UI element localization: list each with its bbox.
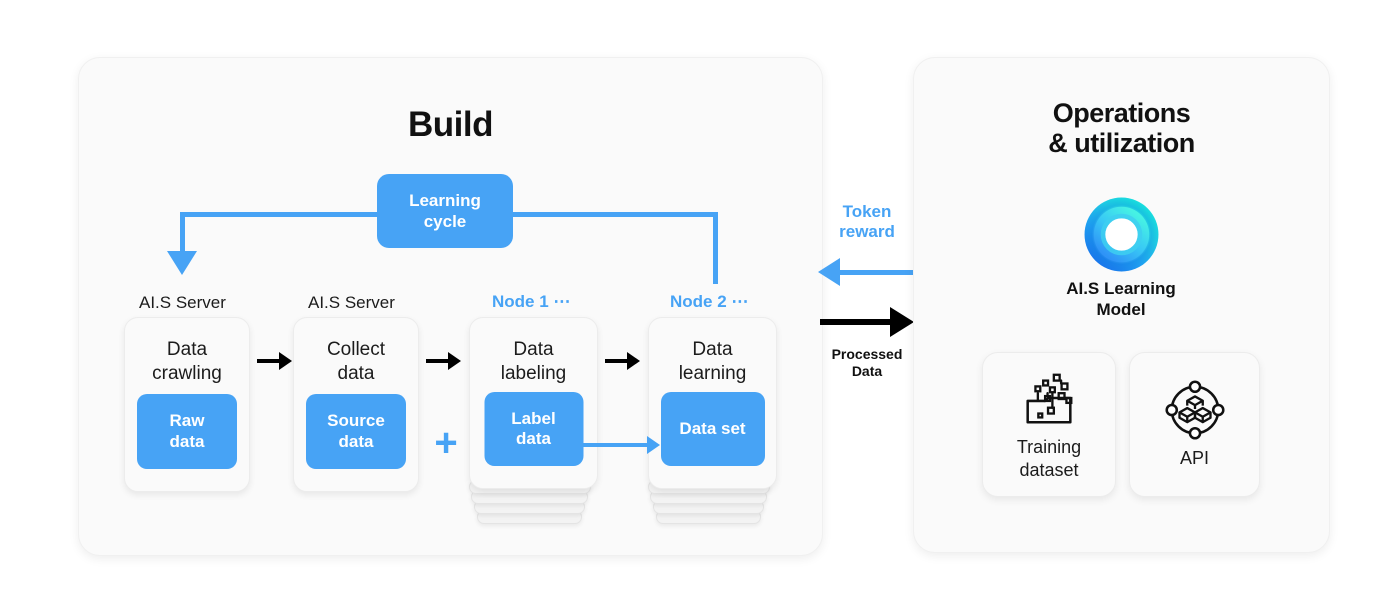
learning-cycle-loop-left bbox=[180, 212, 185, 254]
arrow-token-reward bbox=[818, 258, 933, 286]
tile-api[interactable]: API bbox=[1129, 352, 1260, 497]
operations-panel-title: Operations& utilization bbox=[1048, 98, 1195, 159]
torus-logo-icon bbox=[1084, 197, 1159, 272]
tile-api-label: API bbox=[1179, 448, 1209, 469]
column-label-ais-server-1: AI.S Server bbox=[139, 293, 226, 312]
training-dataset-icon bbox=[1026, 373, 1073, 424]
arrow-crawling-to-collect bbox=[257, 352, 292, 370]
api-cube-network-icon bbox=[1164, 380, 1225, 440]
column-label-node-1: Node 1 ⋯ bbox=[492, 292, 571, 311]
learning-cycle-arrowhead bbox=[167, 251, 197, 275]
arrow-collect-to-labeling bbox=[426, 352, 461, 370]
arrow-labeling-to-learning bbox=[605, 352, 640, 370]
chip-data-set: Data set bbox=[660, 392, 765, 466]
column-label-node-2: Node 2 ⋯ bbox=[670, 292, 749, 311]
plus-symbol: + bbox=[434, 421, 458, 465]
arrow-processed-data bbox=[820, 307, 914, 337]
learning-cycle-loop-right bbox=[713, 212, 718, 284]
build-panel-title: Build bbox=[408, 105, 493, 144]
column-label-ais-server-2: AI.S Server bbox=[308, 293, 395, 312]
arrow-label-data-to-data-set bbox=[583, 436, 660, 454]
